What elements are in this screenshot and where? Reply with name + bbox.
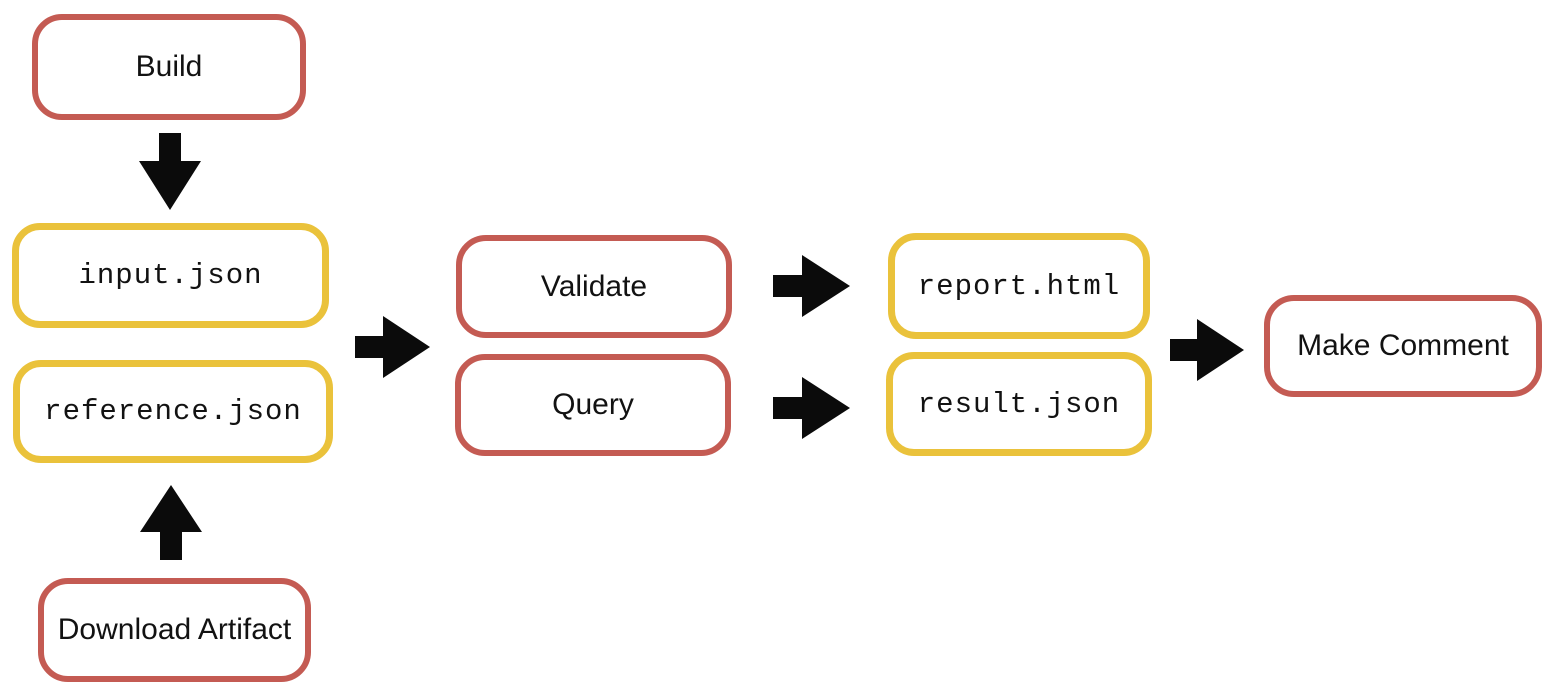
node-validate: Validate: [456, 235, 732, 338]
node-make-comment-label: Make Comment: [1297, 329, 1509, 362]
node-report-html-label: report.html: [917, 269, 1121, 303]
node-download-artifact: Download Artifact: [38, 578, 311, 682]
arrow-up-icon: [140, 485, 202, 560]
node-report-html: report.html: [888, 233, 1150, 339]
arrow-right-icon: [773, 377, 850, 439]
arrow-right-icon: [1170, 319, 1244, 381]
node-reference-json-label: reference.json: [44, 395, 302, 428]
node-result-json: result.json: [886, 352, 1152, 456]
node-build: Build: [32, 14, 306, 120]
arrow-right-icon: [773, 255, 850, 317]
node-download-artifact-label: Download Artifact: [57, 613, 292, 646]
node-query-label: Query: [552, 388, 634, 421]
arrow-down-icon: [139, 133, 201, 210]
node-build-label: Build: [135, 50, 203, 83]
node-query: Query: [455, 354, 731, 456]
node-reference-json: reference.json: [13, 360, 333, 463]
node-validate-label: Validate: [540, 269, 648, 303]
node-make-comment: Make Comment: [1264, 295, 1542, 397]
node-input-json: input.json: [12, 223, 329, 328]
node-result-json-label: result.json: [917, 387, 1121, 421]
arrow-right-icon: [355, 316, 430, 378]
node-input-json-label: input.json: [78, 259, 263, 292]
